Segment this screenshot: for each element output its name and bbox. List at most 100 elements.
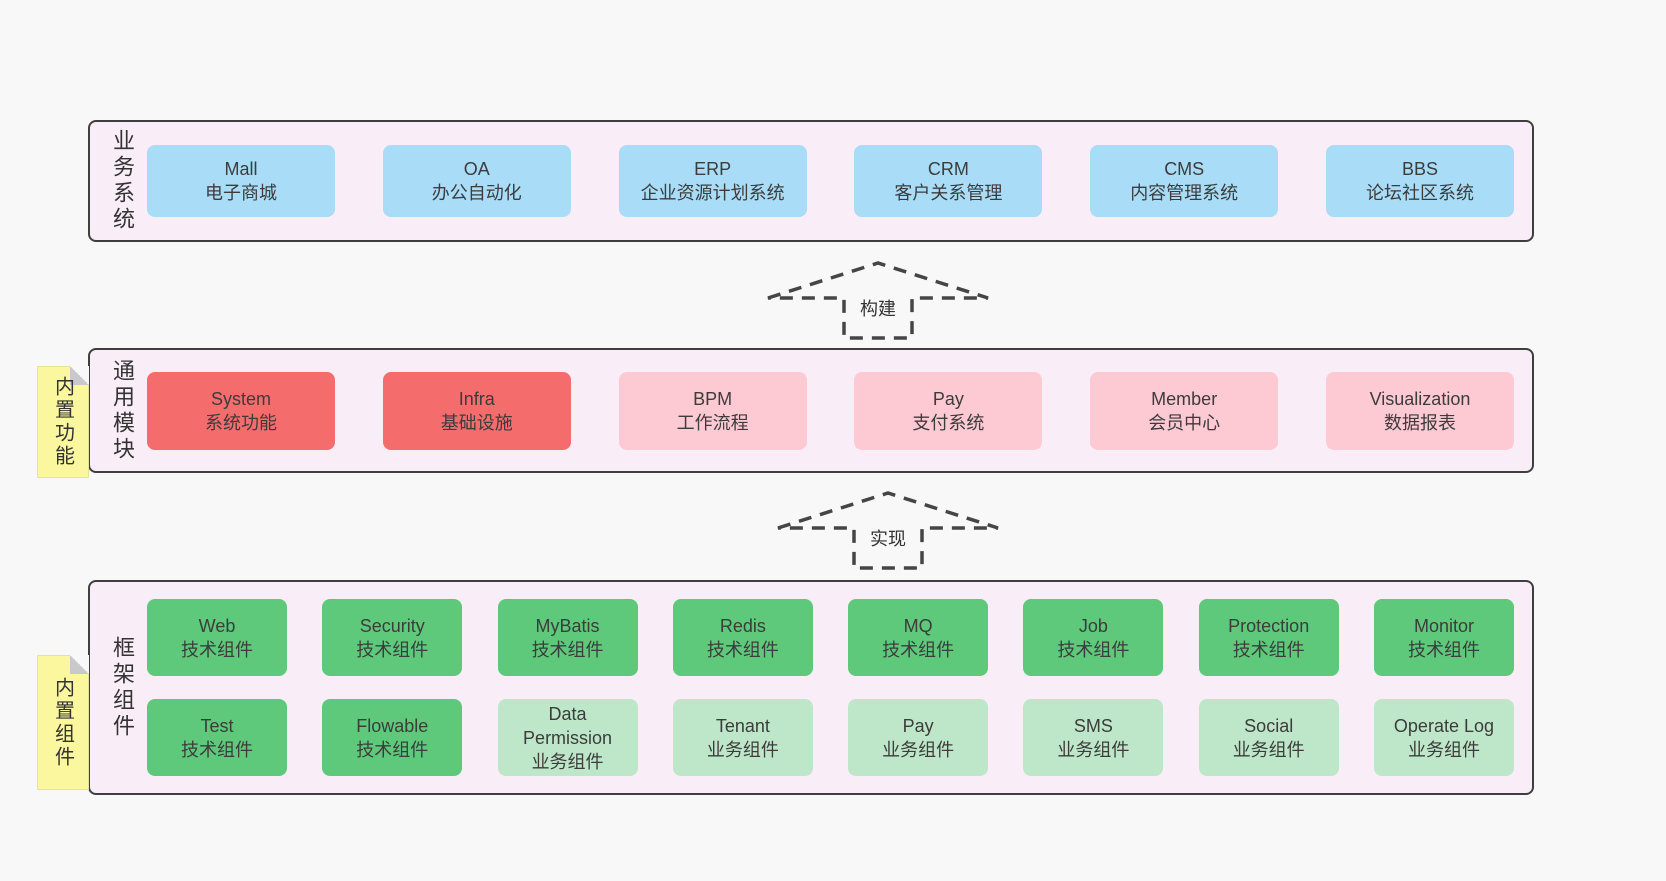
box-title: Operate Log <box>1393 715 1494 736</box>
box-subtitle: 工作流程 <box>676 412 749 433</box>
box-subtitle: 技术组件 <box>882 639 955 660</box>
band-label-framework-components: 框架组件 <box>110 635 135 740</box>
box-social: Social 业务组件 <box>1198 699 1339 776</box>
box-subtitle: 技术组件 <box>1057 639 1130 660</box>
up-arrow-icon <box>767 261 989 340</box>
box-subtitle: 业务组件 <box>706 739 779 760</box>
sticky-note-text: 内置功能 <box>51 376 74 468</box>
box-title: BBS <box>1401 159 1438 179</box>
box-title: Data Permission <box>523 703 613 748</box>
sticky-note-text: 内置组件 <box>51 676 74 769</box>
box-title: Monitor <box>1413 615 1474 636</box>
box-subtitle: 业务组件 <box>1407 739 1480 760</box>
box-title: Redis <box>719 615 766 636</box>
box-job: Job 技术组件 <box>1023 599 1164 676</box>
folded-corner-icon <box>70 366 89 385</box>
box-mall: Mall 电子商城 <box>147 145 335 217</box>
box-subtitle: 业务组件 <box>882 739 955 760</box>
box-subtitle: 技术组件 <box>356 739 429 760</box>
box-operate-log: Operate Log 业务组件 <box>1373 699 1514 776</box>
box-title: SMS <box>1073 715 1113 736</box>
box-bpm: BPM 工作流程 <box>618 371 807 450</box>
box-title: Pay <box>932 388 964 409</box>
sticky-note-builtin-components: 内置组件 <box>37 655 89 790</box>
box-title: Member <box>1151 388 1218 409</box>
box-erp: ERP 企业资源计划系统 <box>618 145 807 217</box>
box-security: Security 技术组件 <box>322 599 463 676</box>
box-title: Test <box>200 715 234 736</box>
box-mybatis: MyBatis 技术组件 <box>497 599 638 676</box>
box-subtitle: 技术组件 <box>706 639 779 660</box>
box-subtitle: 业务组件 <box>1232 739 1305 760</box>
box-title: Mall <box>224 159 258 179</box>
box-redis: Redis 技术组件 <box>672 599 813 676</box>
box-cms: CMS 内容管理系统 <box>1090 145 1279 217</box>
box-title: System <box>210 388 271 409</box>
sticky-note-builtin-features: 内置功能 <box>37 366 89 478</box>
box-subtitle: 技术组件 <box>181 739 253 760</box>
box-title: Social <box>1244 715 1294 736</box>
box-title: Protection <box>1228 615 1310 636</box>
box-monitor: Monitor 技术组件 <box>1373 599 1514 676</box>
box-subtitle: 技术组件 <box>356 639 429 660</box>
box-tenant: Tenant 业务组件 <box>672 699 813 776</box>
box-subtitle: 基础设施 <box>440 412 513 433</box>
box-title: CRM <box>927 159 969 179</box>
box-title: ERP <box>694 159 732 179</box>
box-bbs: BBS 论坛社区系统 <box>1325 145 1514 217</box>
band-label-common-modules: 通用模块 <box>110 358 135 463</box>
box-subtitle: 办公自动化 <box>431 183 522 203</box>
box-title: Infra <box>458 388 495 409</box>
box-title: CMS <box>1164 159 1205 179</box>
box-subtitle: 企业资源计划系统 <box>640 183 785 203</box>
box-title: Visualization <box>1369 388 1471 409</box>
box-title: MQ <box>903 615 933 636</box>
box-pay: Pay 业务组件 <box>848 699 989 776</box>
box-oa: OA 办公自动化 <box>382 145 571 217</box>
box-subtitle: 内容管理系统 <box>1130 183 1239 203</box>
box-pay: Pay 支付系统 <box>854 371 1043 450</box>
box-subtitle: 技术组件 <box>1232 639 1305 660</box>
box-subtitle: 支付系统 <box>912 412 985 433</box>
up-arrow-icon <box>777 491 999 570</box>
box-title: Security <box>359 615 425 636</box>
box-subtitle: 数据报表 <box>1383 412 1456 433</box>
box-visualization: Visualization 数据报表 <box>1325 371 1514 450</box>
box-subtitle: 论坛社区系统 <box>1365 183 1474 203</box>
box-title: MyBatis <box>535 615 600 636</box>
folded-corner-icon <box>70 655 89 674</box>
box-title: Job <box>1078 615 1108 636</box>
implement-arrow: 实现 <box>768 488 1008 572</box>
build-arrow-label: 构建 <box>857 294 899 322</box>
box-title: Tenant <box>715 715 770 736</box>
box-subtitle: 系统功能 <box>205 412 277 433</box>
box-subtitle: 技术组件 <box>1407 639 1480 660</box>
box-title: OA <box>463 159 490 179</box>
box-title: BPM <box>693 388 733 409</box>
box-title: Web <box>198 615 236 636</box>
band-common-modules: 通用模块 System 系统功能 Infra 基础设施 BPM 工作流程 Pay 支付系统 Me… <box>88 348 1534 473</box>
box-test: Test 技术组件 <box>147 699 287 776</box>
box-web: Web 技术组件 <box>147 599 287 676</box>
implement-arrow-label: 实现 <box>867 524 909 552</box>
box-system: System 系统功能 <box>147 371 335 450</box>
box-protection: Protection 技术组件 <box>1198 599 1339 676</box>
box-subtitle: 技术组件 <box>531 639 604 660</box>
box-subtitle: 电子商城 <box>205 183 277 203</box>
box-title: Pay <box>902 715 934 736</box>
box-subtitle: 技术组件 <box>181 639 253 660</box>
